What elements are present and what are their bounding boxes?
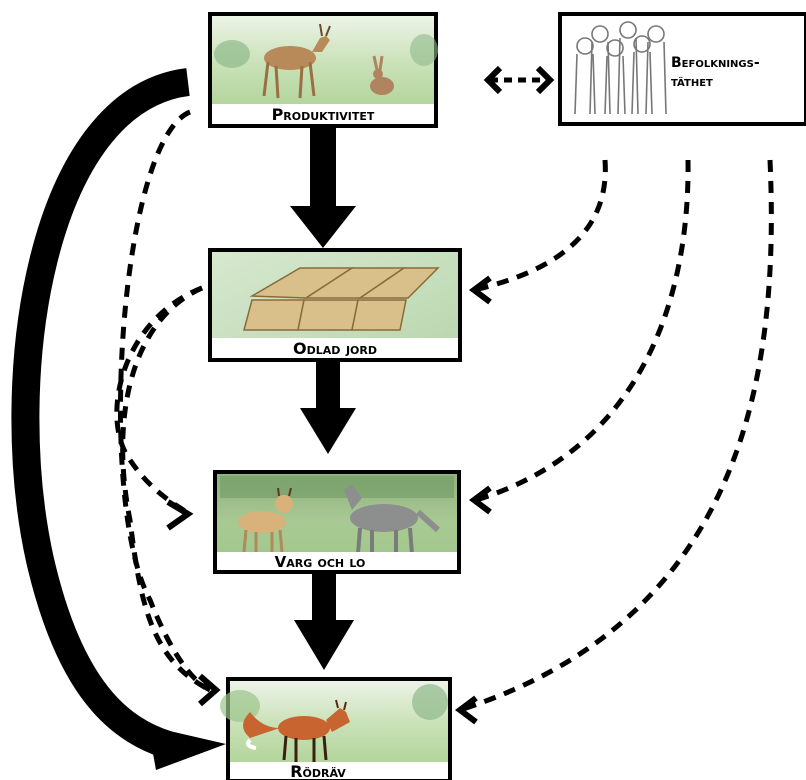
population-label-line1: Befolknings- [671, 55, 760, 71]
productivity-node: Produktivitet [208, 12, 438, 128]
arrow-population-to-redfox-dashed [459, 159, 774, 713]
field-plots-icon [243, 267, 440, 331]
lynx-and-wolf-icon [220, 476, 454, 556]
farmland-node: Odlad jord [208, 248, 462, 362]
arrow-population-to-farmland-dashed [473, 159, 608, 293]
solid-arrows [290, 128, 356, 670]
farmland-label: Odlad jord [293, 339, 377, 358]
arrow-farmland-to-predators [300, 362, 356, 454]
dashed-arrows [114, 77, 774, 713]
arrow-productivity-to-redfox-strong [11, 68, 226, 770]
arrow-predators-to-redfox [294, 574, 354, 670]
arrow-farmland-to-predators-dashed [114, 285, 203, 517]
arrow-productivity-to-redfox-dashed [117, 109, 212, 693]
redfox-node: Rödräv [220, 677, 452, 780]
arrow-farmland-to-redfox-dashed [120, 285, 212, 693]
dashed-arrowheads [166, 65, 555, 725]
arrow-productivity-to-farmland [290, 128, 356, 248]
population-node: Befolknings- täthet [558, 12, 806, 126]
fox-icon [220, 684, 448, 762]
redfox-label: Rödräv [290, 762, 346, 780]
deer-and-hare-icon [214, 23, 438, 99]
predators-node: Varg och lo [213, 470, 461, 574]
people-figures-icon [574, 21, 667, 115]
population-label-line2: täthet [671, 74, 713, 90]
arrow-population-to-predators-dashed [475, 159, 691, 503]
productivity-label: Produktivitet [272, 105, 375, 124]
predators-label: Varg och lo [275, 553, 366, 571]
